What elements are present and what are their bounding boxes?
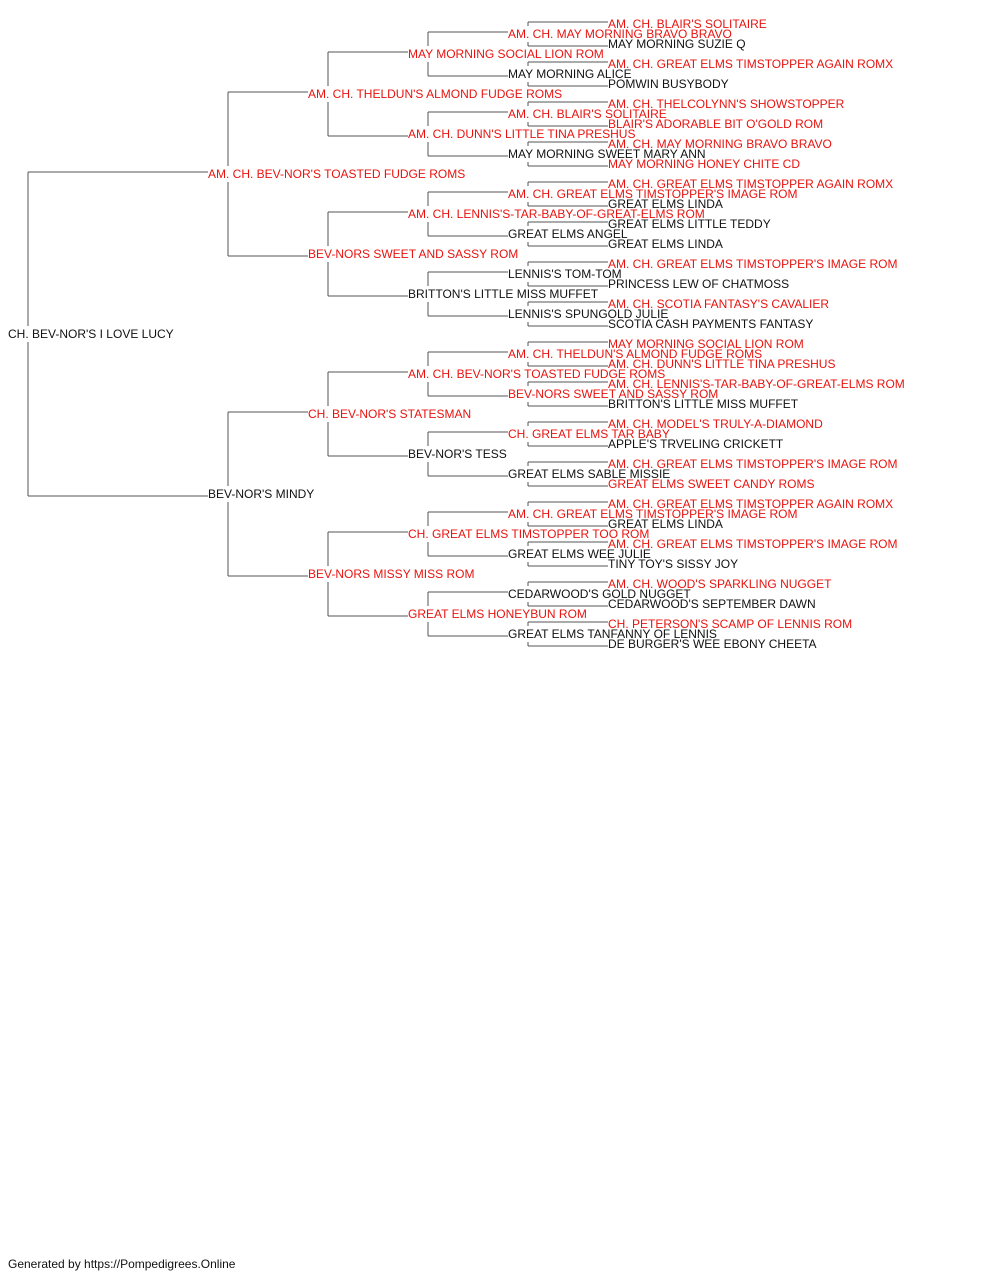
pedigree-entry-gen-5[interactable]: AM. CH. WOOD'S SPARKLING NUGGET [608, 577, 832, 591]
pedigree-entry-gen-5[interactable]: GREAT ELMS LINDA [608, 197, 723, 211]
pedigree-entry-gen-4[interactable]: GREAT ELMS WEE JULIE [508, 547, 651, 561]
pedigree-entry-gen-5[interactable]: PRINCESS LEW OF CHATMOSS [608, 277, 789, 291]
pedigree-entry-gen-5[interactable]: AM. CH. MODEL'S TRULY-A-DIAMOND [608, 417, 823, 431]
pedigree-entry-gen-3[interactable]: BRITTON'S LITTLE MISS MUFFET [408, 287, 599, 301]
pedigree-entry-gen-5[interactable]: AM. CH. DUNN'S LITTLE TINA PRESHUS [608, 357, 835, 371]
pedigree-entry-gen-5[interactable]: GREAT ELMS LINDA [608, 237, 723, 251]
pedigree-entry-gen-3[interactable]: AM. CH. DUNN'S LITTLE TINA PRESHUS [408, 127, 635, 141]
pedigree-entry-gen-3[interactable]: MAY MORNING SOCIAL LION ROM [408, 47, 604, 61]
pedigree-entry-gen-5[interactable]: SCOTIA CASH PAYMENTS FANTASY [608, 317, 813, 331]
pedigree-entry-gen-4[interactable]: AM. CH. THELDUN'S ALMOND FUDGE ROMS [508, 347, 762, 361]
pedigree-entry-gen-5[interactable]: CH. PETERSON'S SCAMP OF LENNIS ROM [608, 617, 852, 631]
pedigree-entry-gen-5[interactable]: MAY MORNING HONEY CHITE CD [608, 157, 800, 171]
footer-credit: Generated by https://Pompedigrees.Online [8, 1257, 236, 1271]
pedigree-entry-gen-3[interactable]: AM. CH. LENNIS'S-TAR-BABY-OF-GREAT-ELMS … [408, 207, 705, 221]
pedigree-entry-gen-5[interactable]: CEDARWOOD'S SEPTEMBER DAWN [608, 597, 816, 611]
pedigree-entry-gen-5[interactable]: AM. CH. GREAT ELMS TIMSTOPPER'S IMAGE RO… [608, 457, 897, 471]
pedigree-entry-gen-5[interactable]: BLAIR'S ADORABLE BIT O'GOLD ROM [608, 117, 823, 131]
pedigree-entry-gen-5[interactable]: AM. CH. MAY MORNING BRAVO BRAVO [608, 137, 832, 151]
pedigree-entry-gen-2[interactable]: CH. BEV-NOR'S STATESMAN [308, 407, 471, 421]
pedigree-entry-gen-5[interactable]: MAY MORNING SOCIAL LION ROM [608, 337, 804, 351]
pedigree-entry-gen-1[interactable]: BEV-NOR'S MINDY [208, 487, 314, 501]
pedigree-entry-gen-5[interactable]: AM. CH. GREAT ELMS TIMSTOPPER AGAIN ROMX [608, 497, 893, 511]
pedigree-entry-gen-3[interactable]: BEV-NOR'S TESS [408, 447, 507, 461]
pedigree-entry-gen-5[interactable]: AM. CH. GREAT ELMS TIMSTOPPER'S IMAGE RO… [608, 537, 897, 551]
pedigree-entry-gen-5[interactable]: AM. CH. GREAT ELMS TIMSTOPPER AGAIN ROMX [608, 57, 893, 71]
pedigree-entry-gen-5[interactable]: AM. CH. GREAT ELMS TIMSTOPPER AGAIN ROMX [608, 177, 893, 191]
pedigree-entry-gen-5[interactable]: AM. CH. THELCOLYNN'S SHOWSTOPPER [608, 97, 845, 111]
pedigree-entry-gen-4[interactable]: GREAT ELMS ANGEL [508, 227, 628, 241]
pedigree-entry-gen-4[interactable]: LENNIS'S SPUNGOLD JULIE [508, 307, 668, 321]
pedigree-entry-gen-4[interactable]: GREAT ELMS TANFANNY OF LENNIS [508, 627, 717, 641]
pedigree-entry-gen-5[interactable]: AM. CH. SCOTIA FANTASY'S CAVALIER [608, 297, 829, 311]
pedigree-entry-gen-4[interactable]: AM. CH. GREAT ELMS TIMSTOPPER'S IMAGE RO… [508, 187, 797, 201]
pedigree-entry-gen-5[interactable]: APPLE'S TRVELING CRICKETT [608, 437, 784, 451]
pedigree-entry-gen-5[interactable]: DE BURGER'S WEE EBONY CHEETA [608, 637, 817, 651]
pedigree-entry-gen-2[interactable]: AM. CH. THELDUN'S ALMOND FUDGE ROMS [308, 87, 562, 101]
pedigree-entry-gen-5[interactable]: GREAT ELMS SWEET CANDY ROMS [608, 477, 814, 491]
pedigree-entry-gen-5[interactable]: TINY TOY'S SISSY JOY [608, 557, 738, 571]
pedigree-entry-gen-4[interactable]: GREAT ELMS SABLE MISSIE [508, 467, 670, 481]
pedigree-entry-gen-3[interactable]: CH. GREAT ELMS TIMSTOPPER TOO ROM [408, 527, 649, 541]
pedigree-entry-gen-2[interactable]: BEV-NORS MISSY MISS ROM [308, 567, 474, 581]
pedigree-entry-gen-2[interactable]: BEV-NORS SWEET AND SASSY ROM [308, 247, 518, 261]
pedigree-entry-gen-5[interactable]: BRITTON'S LITTLE MISS MUFFET [608, 397, 799, 411]
pedigree-entry-gen-4[interactable]: AM. CH. MAY MORNING BRAVO BRAVO [508, 27, 732, 41]
pedigree-entry-gen-5[interactable]: AM. CH. BLAIR'S SOLITAIRE [608, 17, 767, 31]
pedigree-entry-gen-4[interactable]: MAY MORNING ALICE [508, 67, 632, 81]
pedigree-entry-gen-5[interactable]: AM. CH. LENNIS'S-TAR-BABY-OF-GREAT-ELMS … [608, 377, 905, 391]
pedigree-entry-gen-5[interactable]: GREAT ELMS LINDA [608, 517, 723, 531]
pedigree-entry-gen-4[interactable]: CH. GREAT ELMS TAR BABY [508, 427, 670, 441]
pedigree-entry-gen-5[interactable]: MAY MORNING SUZIE Q [608, 37, 746, 51]
pedigree-entry-gen-4[interactable]: LENNIS'S TOM-TOM [508, 267, 622, 281]
pedigree-entry-gen-4[interactable]: AM. CH. BLAIR'S SOLITAIRE [508, 107, 667, 121]
pedigree-entry-gen-1[interactable]: AM. CH. BEV-NOR'S TOASTED FUDGE ROMS [208, 167, 465, 181]
pedigree-entry-gen-5[interactable]: POMWIN BUSYBODY [608, 77, 729, 91]
pedigree-entry-gen-4[interactable]: CEDARWOOD'S GOLD NUGGET [508, 587, 691, 601]
pedigree-entry-gen-3[interactable]: GREAT ELMS HONEYBUN ROM [408, 607, 587, 621]
pedigree-entry-gen-5[interactable]: AM. CH. GREAT ELMS TIMSTOPPER'S IMAGE RO… [608, 257, 897, 271]
pedigree-entry-gen-3[interactable]: AM. CH. BEV-NOR'S TOASTED FUDGE ROMS [408, 367, 665, 381]
pedigree-entry-gen-4[interactable]: AM. CH. GREAT ELMS TIMSTOPPER'S IMAGE RO… [508, 507, 797, 521]
pedigree-entry-gen-4[interactable]: MAY MORNING SWEET MARY ANN [508, 147, 706, 161]
pedigree-entry-gen-0[interactable]: CH. BEV-NOR'S I LOVE LUCY [8, 327, 174, 341]
pedigree-entry-gen-4[interactable]: BEV-NORS SWEET AND SASSY ROM [508, 387, 718, 401]
pedigree-entry-gen-5[interactable]: GREAT ELMS LITTLE TEDDY [608, 217, 771, 231]
